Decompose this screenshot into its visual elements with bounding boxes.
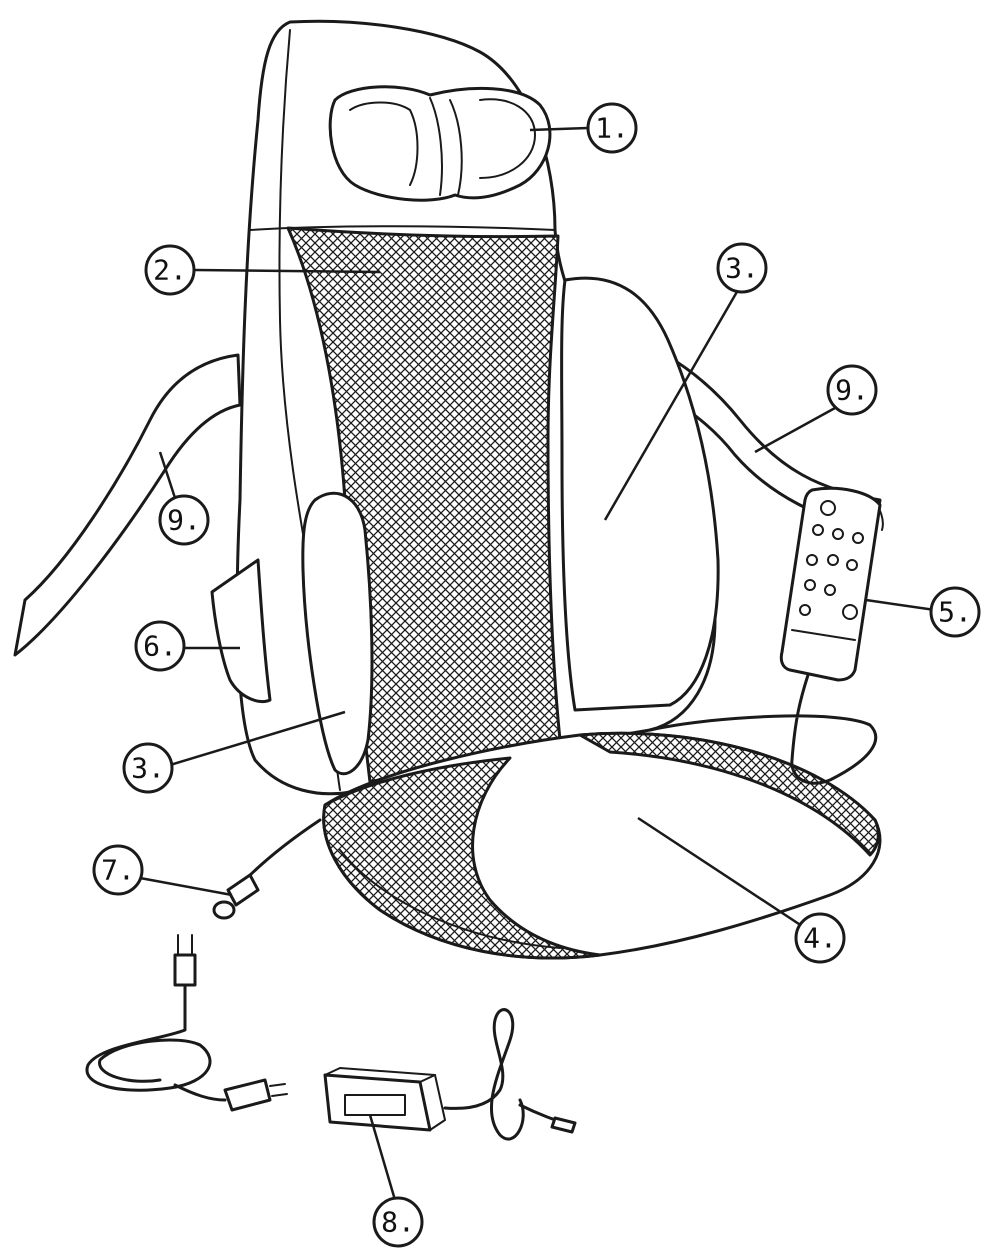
callout-9-right-label: 9. <box>835 374 869 407</box>
callout-7: 7. <box>92 844 144 896</box>
callout-4-label: 4. <box>803 922 837 955</box>
callout-1-label: 1. <box>595 112 629 145</box>
callout-3-left-label: 3. <box>131 752 165 785</box>
callout-3-right-label: 3. <box>725 252 759 285</box>
callout-4: 4. <box>794 912 846 964</box>
left-side-cushion <box>301 491 374 776</box>
left-strap <box>13 353 242 657</box>
callout-9-left-label: 9. <box>167 504 201 537</box>
callout-3-left: 3. <box>122 742 174 794</box>
callout-2: 2. <box>144 244 196 296</box>
callout-7-label: 7. <box>101 854 135 887</box>
right-side-cushion <box>560 276 720 712</box>
power-adapter <box>323 1008 577 1141</box>
callout-5: 5. <box>929 586 981 638</box>
callout-1: 1. <box>586 102 638 154</box>
side-pocket <box>210 558 272 704</box>
callout-8-label: 8. <box>381 1206 415 1239</box>
callout-6-label: 6. <box>143 630 177 663</box>
callout-9-right: 9. <box>826 364 878 416</box>
callout-5-label: 5. <box>938 596 972 629</box>
remote-control <box>779 486 882 682</box>
callout-9-left: 9. <box>158 494 210 546</box>
callout-3-right: 3. <box>716 242 768 294</box>
callout-2-label: 2. <box>153 254 187 287</box>
neck-massager <box>328 85 552 202</box>
seat-cushion <box>322 731 882 960</box>
leader-lines <box>139 126 936 1201</box>
back-mesh-panel <box>286 226 562 784</box>
callout-8: 8. <box>372 1196 424 1248</box>
mains-cable <box>85 934 288 1112</box>
power-connector <box>212 818 322 920</box>
callout-6: 6. <box>134 620 186 672</box>
